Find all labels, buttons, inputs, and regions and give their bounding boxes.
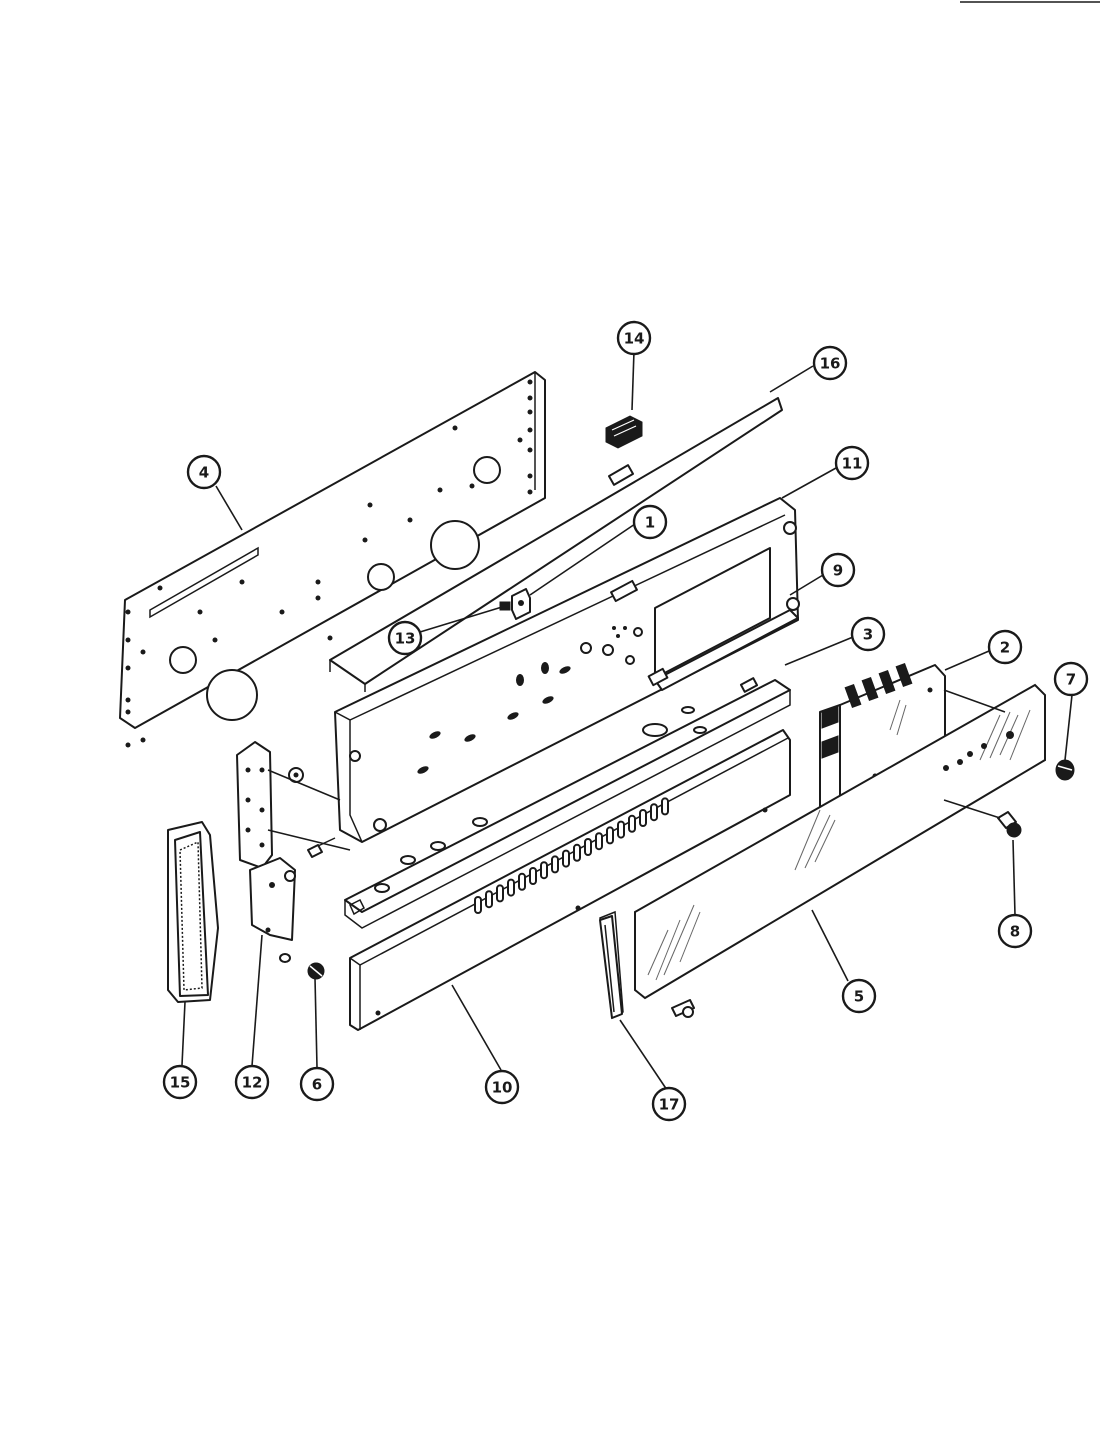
callout-circle [1053,661,1089,697]
callout-circle [484,1069,520,1105]
callout-3: 3 [850,616,886,652]
callout-number: 13 [395,630,416,648]
vent-slot [573,843,581,862]
callout-number: 17 [659,1096,680,1114]
callout-7: 7 [1053,661,1089,697]
leader-lines [181,350,1073,1091]
callout-10: 10 [484,1069,520,1105]
part-4-backguard-panel [119,371,546,748]
callout-4: 4 [186,454,222,490]
part-12-side-bracket [236,741,296,941]
callout-circle [299,1066,335,1102]
callout-number: 6 [312,1076,322,1094]
callout-number: 5 [854,988,864,1006]
callout-number: 8 [1010,923,1020,941]
part-7-knob [1055,759,1075,781]
callout-11: 11 [834,445,870,481]
part-10-vent-panel [349,729,791,1031]
callout-number: 12 [242,1074,263,1092]
callout-13: 13 [387,620,423,656]
callout-15: 15 [162,1064,198,1100]
vent-slot [650,803,658,822]
callout-circle [812,345,848,381]
vent-slot [628,814,636,833]
part-11-control-housing [334,497,800,843]
callout-number: 11 [842,455,863,473]
callout-circle [850,616,886,652]
callout-6: 6 [299,1066,335,1102]
callout-1: 1 [632,504,668,540]
vent-slot [551,855,559,874]
callout-8: 8 [997,913,1033,949]
vent-slot [595,832,603,851]
part-6-knob [307,962,325,980]
callout-number: 7 [1066,671,1076,689]
vent-slot [639,809,647,827]
vent-slot [584,838,592,856]
vent-slot [617,820,625,839]
callout-circle [387,620,423,656]
callout-16: 16 [812,345,848,381]
callout-number: 10 [492,1079,513,1097]
vent-slot [485,890,493,909]
callout-5: 5 [841,978,877,1014]
callout-circle [616,320,652,356]
callout-14: 14 [616,320,652,356]
part-15-end-cap [167,821,219,1003]
callout-number: 4 [199,464,209,482]
part-13-terminal [499,601,511,611]
callout-12: 12 [234,1064,270,1100]
part-3-mounting-strip [344,677,791,929]
callout-number: 3 [863,626,873,644]
callout-circle [234,1064,270,1100]
callout-number: 1 [645,514,655,532]
screw-bottom [671,999,695,1018]
construction-lines [267,689,1006,851]
part-17-trim-strip [599,915,623,1019]
vent-slot [496,884,504,903]
callout-number: 15 [170,1074,191,1092]
vent-slot [518,872,526,891]
part-1-clip [511,588,531,620]
vent-slot [529,867,537,885]
vent-slot [507,878,515,897]
callout-circle [632,504,668,540]
vent-slot [606,826,614,845]
callout-17: 17 [651,1086,687,1122]
vent-slot [562,849,570,868]
screw-left [279,953,291,963]
part-8-screw [997,811,1022,838]
callout-circle [162,1064,198,1100]
callout-number: 14 [624,330,645,348]
callout-2: 2 [987,629,1023,665]
callout-circle [820,552,856,588]
screw-bracket [307,837,336,858]
callout-number: 16 [820,355,841,373]
part-16-top-channel [329,397,783,692]
callout-circle [186,454,222,490]
callout-circle [834,445,870,481]
part-9-post [647,667,669,687]
callout-number: 9 [833,562,843,580]
callout-9: 9 [820,552,856,588]
part-5-glass-panel [599,683,1046,1020]
callout-circle [841,978,877,1014]
callout-circle [651,1086,687,1122]
vent-slot [540,861,548,880]
vent-slot [661,797,669,816]
callout-circle [997,913,1033,949]
part-14-switch [605,415,643,449]
callout-number: 2 [1000,639,1010,657]
vent-slot [474,896,482,914]
callout-circle [987,629,1023,665]
